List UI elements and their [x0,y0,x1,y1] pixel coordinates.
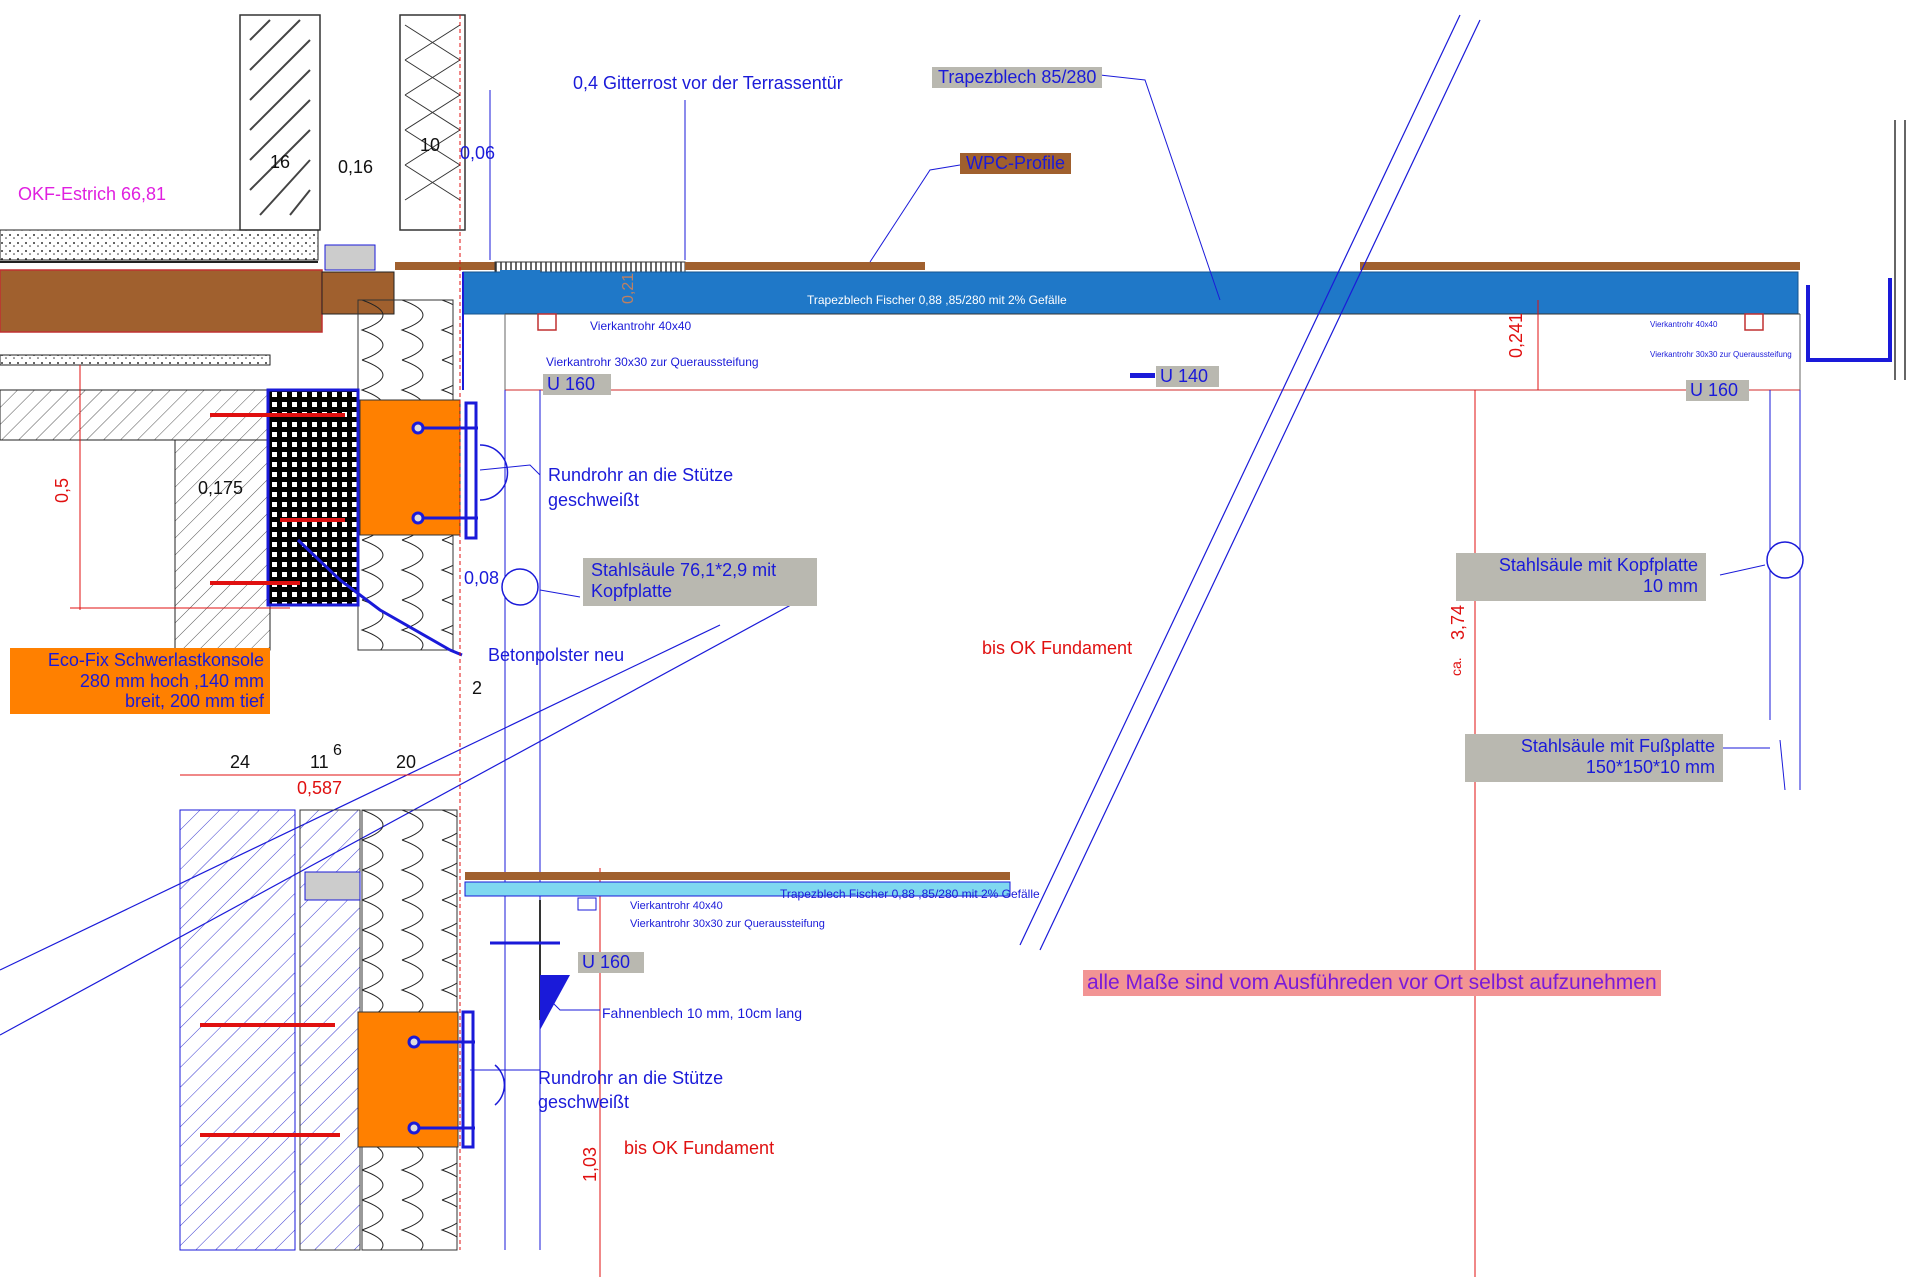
label-eco-fix-line2: 280 mm hoch ,140 mm [79,670,264,691]
label-okf-estrich: OKF-Estrich 66,81 [18,184,167,204]
dim-0-5: 0,5 [52,477,72,503]
dim-11: 11 [310,752,329,772]
label-stahlsaeule-fuss-line1: Stahlsäule mit Fußplatte [1520,736,1715,756]
label-stahlsaeule-kopf: Stahlsäule mit Kopfplatte 10 mm [1456,553,1706,601]
label-wpc-profile: WPC-Profile [960,153,1072,174]
angle-bracket-upper [324,244,376,271]
dim-ca: ca. [1448,657,1464,676]
fahnenblech-plate [540,975,570,1030]
label-eco-fix-line3: breit, 200 mm tief [124,691,264,712]
anchors-upper [210,413,345,585]
pipe-circle-right [1766,541,1804,579]
dim-16: 16 [270,152,291,172]
dim-24: 24 [230,752,251,772]
label-bis-ok-fundament-2: bis OK Fundament [624,1138,775,1158]
label-rundrohr-1b: geschweißt [548,490,640,510]
angle-bracket-lower [304,871,361,901]
label-vierkant-30-right: Vierkantrohr 30x30 zur Queraussteifung [1650,350,1792,359]
label-fahnenblech: Fahnenblech 10 mm, 10cm lang [602,1005,802,1021]
dim-0-241: 0,241 [1506,312,1526,358]
label-vierkant-40: Vierkantrohr 40x40 [590,319,692,333]
dim-0-175: 0,175 [198,478,244,498]
label-trapez-fischer-2: Trapezblech Fischer 0,88 ,85/280 mit 2% … [780,887,1040,901]
dim-0-21: 0,21 [620,272,637,304]
round-pipe-upper [479,444,509,501]
label-stahlsaeule-fuss: Stahlsäule mit Fußplatte 150*150*10 mm [1465,734,1723,782]
leader-lines [470,74,1770,1071]
label-stahlsaeule-76-line2: Kopfplatte [591,580,673,601]
label-stahlsaeule-kopf-line1: Stahlsäule mit Kopfplatte [1498,555,1698,575]
label-vierkant-30-b: Vierkantrohr 30x30 zur Queraussteifung [630,918,825,930]
label-stahlsaeule-76: Stahlsäule 76,1*2,9 mit Kopfplatte [583,558,817,606]
dimension-lines [70,15,1539,1277]
dim-20: 20 [396,752,417,772]
label-stahlsaeule-kopf-line2: 10 mm [1642,575,1698,596]
label-bis-ok-fundament-1: bis OK Fundament [982,638,1133,658]
upper-wall [239,14,466,231]
label-vierkant-30: Vierkantrohr 30x30 zur Queraussteifung [546,355,759,369]
dim-10: 10 [420,135,441,155]
label-rundrohr-2: Rundrohr an die Stütze [538,1068,724,1088]
bolts-lower [407,1010,475,1149]
dim-0-08: 0,08 [464,568,500,588]
label-trapez-fischer: Trapezblech Fischer 0,88 ,85/280 mit 2% … [807,293,1067,307]
eco-fix-console-upper [266,388,360,607]
anchors-lower [200,1023,340,1137]
lower-deck [464,872,1011,1030]
label-stahlsaeule-fuss-line2: 150*150*10 mm [1585,756,1715,777]
column-lines [504,390,1801,1250]
concrete-pad-upper [359,399,461,536]
dim-0-06: 0,06 [460,143,496,163]
dim-2: 2 [472,678,483,698]
label-u160-c: U 160 [578,952,644,973]
round-pipe-lower [494,1064,506,1106]
label-u160-a: U 160 [543,374,611,395]
upper-deck [395,120,1906,391]
label-eco-fix-line1: Eco-Fix Schwerlastkonsole [47,650,264,670]
label-gitterrost: 0,4 Gitterrost vor der Terrassentür [573,73,843,93]
pipe-circle-upper-left [501,568,539,606]
label-vierkant-40-b: Vierkantrohr 40x40 [630,900,723,912]
dim-3-74: 3,74 [1448,604,1468,640]
dim-0-16: 0,16 [338,157,374,177]
label-betonpolster: Betonpolster neu [488,645,625,665]
label-rundrohr-2b: geschweißt [538,1092,630,1112]
diagonal-lines [0,14,1481,1036]
label-rundrohr-1: Rundrohr an die Stütze [548,465,734,485]
label-eco-fix: Eco-Fix Schwerlastkonsole 280 mm hoch ,1… [10,648,270,715]
label-alle-masse: alle Maße sind vom Ausführeden vor Ort s… [1083,970,1661,997]
label-vierkant-40-right: Vierkantrohr 40x40 [1650,320,1718,329]
dim-1-03: 1,03 [580,1146,600,1182]
label-stahlsaeule-76-line1: Stahlsäule 76,1*2,9 mit [591,560,777,580]
label-u160-b: U 160 [1686,380,1749,401]
label-trapezblech-top: Trapezblech 85/280 [932,67,1103,88]
bolts-upper [411,401,478,540]
label-u140: U 140 [1156,366,1219,387]
concrete-pad-lower [357,1011,459,1148]
dim-0-587: 0,587 [297,778,343,798]
dim-6: 6 [333,742,342,759]
